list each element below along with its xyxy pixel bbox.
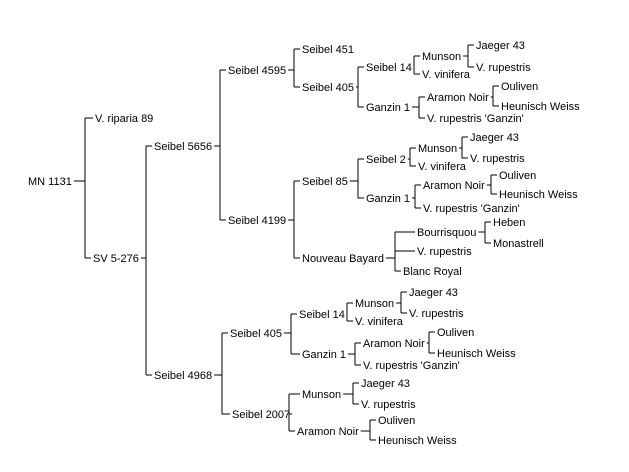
node-blanc-royal: Blanc Royal: [403, 266, 462, 278]
node-seibel-2: Seibel 2: [366, 154, 406, 166]
node-aramon-noir: Aramon Noir: [427, 92, 489, 104]
node-ganzin-1: Ganzin 1: [366, 102, 410, 114]
node-v-rupestris-ganzin: V. rupestris 'Ganzin': [423, 203, 520, 215]
node-heben: Heben: [493, 217, 525, 229]
node-munson: Munson: [302, 389, 341, 401]
node-v-riparia-89: V. riparia 89: [95, 113, 153, 125]
node-aramon-noir: Aramon Noir: [423, 180, 485, 192]
node-heunisch-weiss: Heunisch Weiss: [378, 435, 457, 447]
node-jaeger-43: Jaeger 43: [476, 40, 525, 52]
node-ouliven: Ouliven: [499, 170, 536, 182]
node-seibel-405: Seibel 405: [302, 82, 354, 94]
node-seibel-85: Seibel 85: [302, 176, 348, 188]
node-v-rupestris: V. rupestris: [361, 399, 416, 411]
node-seibel-14: Seibel 14: [366, 62, 412, 74]
node-heunisch-weiss: Heunisch Weiss: [437, 348, 516, 360]
node-munson: Munson: [422, 51, 461, 63]
node-ouliven: Ouliven: [378, 415, 415, 427]
node-heunisch-weiss: Heunisch Weiss: [499, 189, 578, 201]
node-ouliven: Ouliven: [437, 327, 474, 339]
node-monastrell: Monastrell: [493, 238, 544, 250]
node-seibel-4595: Seibel 4595: [228, 65, 286, 77]
node-bourrisquou: Bourrisquou: [417, 227, 476, 239]
node-ganzin-1: Ganzin 1: [302, 349, 346, 361]
node-v-rupestris: V. rupestris: [409, 308, 464, 320]
node-v-rupestris: V. rupestris: [470, 153, 525, 165]
node-v-vinifera: V. vinifera: [422, 69, 471, 81]
node-jaeger-43: Jaeger 43: [409, 287, 458, 299]
node-seibel-14: Seibel 14: [299, 309, 345, 321]
node-aramon-noir: Aramon Noir: [297, 426, 359, 438]
node-seibel-4199: Seibel 4199: [228, 215, 286, 227]
node-seibel-4968: Seibel 4968: [154, 370, 212, 382]
node-ganzin-1: Ganzin 1: [366, 193, 410, 205]
node-munson: Munson: [355, 298, 394, 310]
node-v-rupestris-ganzin: V. rupestris 'Ganzin': [427, 113, 524, 125]
node-seibel-5656: Seibel 5656: [154, 141, 212, 153]
node-v-rupestris-ganzin: V. rupestris 'Ganzin': [363, 360, 460, 372]
node-sv-5-276: SV 5-276: [93, 253, 139, 265]
node-nouveau-bayard: Nouveau Bayard: [302, 253, 384, 265]
node-v-rupestris: V. rupestris: [417, 246, 472, 258]
node-mn-1131: MN 1131: [28, 176, 72, 188]
node-v-vinifera: V. vinifera: [418, 161, 467, 173]
node-jaeger-43: Jaeger 43: [361, 378, 410, 390]
node-seibel-405: Seibel 405: [230, 328, 282, 340]
node-v-rupestris: V. rupestris: [476, 62, 531, 74]
node-seibel-451: Seibel 451: [302, 44, 354, 56]
node-aramon-noir: Aramon Noir: [363, 338, 425, 350]
node-seibel-2007: Seibel 2007: [232, 409, 290, 421]
node-ouliven: Ouliven: [501, 81, 538, 93]
node-v-vinifera: V. vinifera: [355, 316, 404, 328]
node-heunisch-weiss: Heunisch Weiss: [501, 101, 580, 113]
node-munson: Munson: [418, 143, 457, 155]
node-jaeger-43: Jaeger 43: [470, 132, 519, 144]
